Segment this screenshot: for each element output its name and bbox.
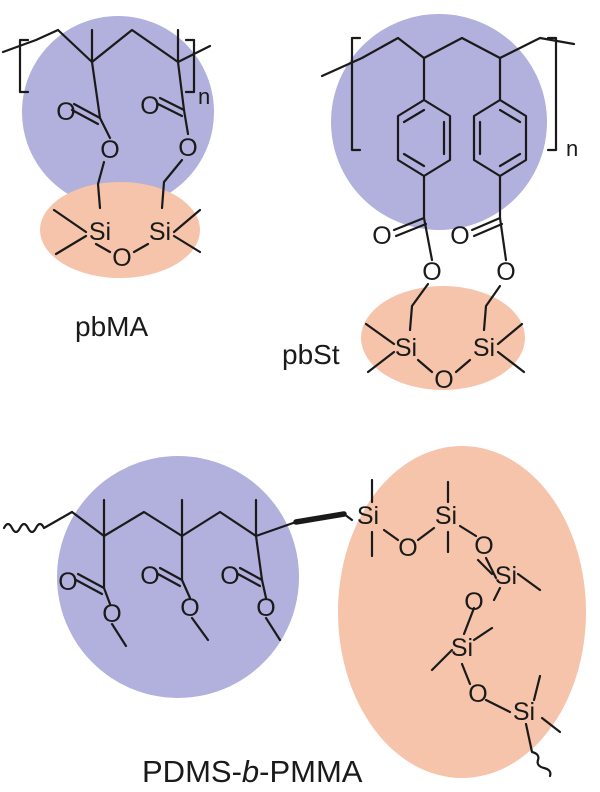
pdms-o-1: O <box>398 534 417 562</box>
pbma-bracket-left <box>18 38 30 94</box>
pdms-o-4: O <box>468 680 487 708</box>
pdms-block-domain <box>338 446 586 778</box>
pdms-si5-methyls <box>532 674 562 734</box>
pbst-ring-2-inner <box>478 108 522 168</box>
pbma-si2-methyls <box>172 208 202 254</box>
chain-wavy-end <box>524 722 552 778</box>
pmma-o-ester-3: O <box>256 594 275 622</box>
pdms-si3-o3 <box>492 586 502 602</box>
pbst-siloxane-domain <box>361 286 525 390</box>
pbma-label: pbMA <box>75 311 148 342</box>
pdms-si1-o1 <box>382 528 400 542</box>
pbma-o-ester-1: O <box>100 136 119 164</box>
pbst-bracket-left <box>350 36 362 152</box>
pbst-backbone <box>320 36 576 78</box>
pdms-o-3: O <box>464 588 483 616</box>
pbma-backbone-domain <box>22 16 214 208</box>
pbma-o-bridge: O <box>112 244 131 272</box>
pdms-o4-si5 <box>484 698 512 714</box>
pbma-backbone <box>1 28 212 64</box>
copolymer-label-prefix: PDMS- <box>142 754 242 789</box>
pbst-o-ester-1: O <box>422 258 441 286</box>
pmma-ome-1 <box>110 622 128 648</box>
pbst-label: pbSt <box>282 339 340 370</box>
pbst-linker-2 <box>482 284 502 332</box>
pdms-si-3: Si <box>495 562 517 590</box>
pbst-si1-methyls <box>364 322 396 374</box>
pmma-ome-2 <box>190 616 210 642</box>
pdms-si4-methyls <box>430 626 494 672</box>
pbst-si-o-si <box>416 358 472 374</box>
pbma-siloxane-domain <box>40 182 200 278</box>
pmma-o-ester-1: O <box>102 600 121 628</box>
pdms-o-2: O <box>474 532 493 560</box>
pbst-ring-1-inner <box>402 108 446 168</box>
pmma-carbonyl-3 <box>236 566 264 588</box>
pbma-linker-2 <box>160 158 184 210</box>
pmma-o-ester-2: O <box>180 594 199 622</box>
pbma-repeat-n: n <box>198 84 210 109</box>
pbma-si1-methyls <box>52 208 88 256</box>
pbma-o-carbonyl-1: O <box>56 98 75 126</box>
pdms-si-5: Si <box>513 698 535 726</box>
copolymer-label-suffix: -PMMA <box>259 754 363 789</box>
pbst-repeat-n: n <box>566 136 578 161</box>
pbma-si-o-si <box>94 242 150 254</box>
pdms-o2-si3 <box>484 556 498 580</box>
pbma-si-1: Si <box>89 218 111 246</box>
pdms-o3-si4 <box>462 606 476 636</box>
pdms-si-4: Si <box>451 634 473 662</box>
pbma-structure: n O O O O Si O Si pbMA <box>1 16 214 342</box>
pbst-si2-methyls <box>496 322 526 374</box>
pbst-carbonyl-1 <box>392 216 428 238</box>
pbst-linker-1 <box>408 282 430 332</box>
pbma-linker-1 <box>96 160 106 210</box>
pbst-o-bridge: O <box>434 366 453 394</box>
pbst-carbonyl-2 <box>470 216 504 238</box>
pmma-o-carbonyl-3: O <box>220 562 239 590</box>
pmma-ome-3 <box>264 616 282 642</box>
pbst-o-ester-2: O <box>496 258 515 286</box>
pmma-carbonyl-2 <box>156 566 184 588</box>
pdms-si-1: Si <box>357 502 379 530</box>
pbma-carbonyl-1 <box>70 102 102 126</box>
pbst-bracket-right <box>546 36 558 152</box>
pbst-structure: n O O O O Si O Si pbSt <box>282 14 578 394</box>
pdms-si-2: Si <box>435 502 457 530</box>
pmma-o-carbonyl-2: O <box>140 562 159 590</box>
junction-to-si <box>342 512 354 522</box>
pbma-o-carbonyl-2: O <box>140 92 159 120</box>
pdms-o1-si2 <box>416 526 436 542</box>
pbst-o-carbonyl-1: O <box>372 222 391 250</box>
pbma-carbonyl-2 <box>156 96 186 118</box>
pbst-backbone-domain <box>331 14 547 230</box>
pbst-si-2: Si <box>473 334 495 362</box>
pbma-bracket-right <box>184 38 196 94</box>
pbma-o-ester-2: O <box>178 134 197 162</box>
pdms-si2-o2 <box>458 524 478 538</box>
pdms-si3-methyls <box>476 558 542 592</box>
pbst-si-1: Si <box>395 334 417 362</box>
pmma-carbonyl-1 <box>74 572 106 596</box>
pdms-si4-o4 <box>460 662 472 686</box>
pbma-si-2: Si <box>149 218 171 246</box>
copolymer-structure: O O O O O O Si O Si O Si O Si O Si PDMS-… <box>2 446 586 789</box>
pbst-o-carbonyl-2: O <box>450 222 469 250</box>
chain-wavy-start <box>2 510 74 534</box>
pmma-o-carbonyl-1: O <box>58 568 77 596</box>
copolymer-label-italic: b <box>242 754 259 789</box>
block-junction-bond <box>293 511 347 525</box>
copolymer-label: PDMS-b-PMMA <box>142 754 363 789</box>
